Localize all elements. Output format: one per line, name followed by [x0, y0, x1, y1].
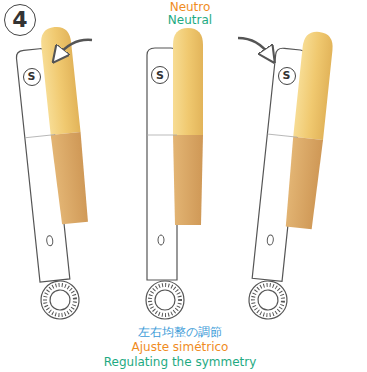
step-number-text: 4	[12, 9, 27, 31]
ligature-left	[13, 26, 100, 321]
caption-es: Ajuste simétrico	[132, 341, 229, 354]
screw-mark-text: S	[283, 70, 291, 81]
screw-mark-text: S	[28, 71, 36, 82]
caption-ja: 左右均整の調節	[138, 326, 222, 339]
screw-mark-text: S	[156, 70, 164, 81]
step-number: 4	[4, 4, 36, 36]
neutral-label-en: Neutral	[168, 14, 212, 27]
rotate-arrow-right	[238, 38, 270, 56]
rotate-arrow-left	[58, 40, 92, 56]
screw-mark: S	[151, 66, 169, 84]
caption-en: Regulating the symmetry	[104, 356, 257, 369]
screw-mark: S	[23, 68, 41, 86]
ligature-right	[247, 28, 334, 323]
screw-mark: S	[278, 67, 296, 85]
ligature-neutral	[146, 28, 203, 319]
neutral-label-es: Neutro	[170, 1, 211, 14]
